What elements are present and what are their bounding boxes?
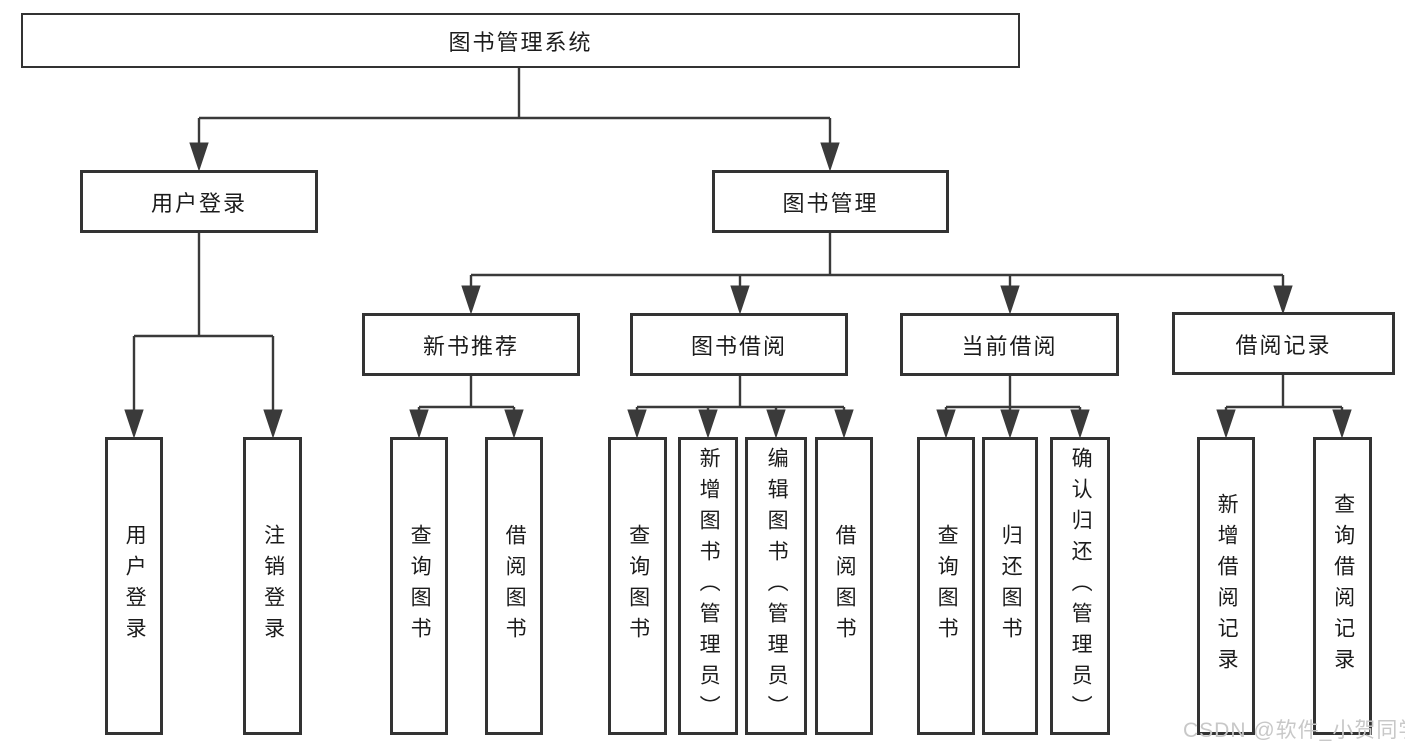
- leaf-logout: 注销登录: [243, 437, 302, 735]
- leaf-query-book-1: 查询图书: [390, 437, 448, 735]
- leaf-query-book-2: 查询图书: [608, 437, 667, 735]
- leaf-return-book: 归还图书: [982, 437, 1038, 735]
- node-current-borrow: 当前借阅: [900, 313, 1119, 376]
- leaf-add-borrow-record-label: 新增借阅记录: [1215, 493, 1239, 679]
- node-borrow-records-label: 借阅记录: [1235, 332, 1332, 358]
- leaf-borrow-book-2: 借阅图书: [815, 437, 873, 735]
- leaf-borrow-book-2-label: 借阅图书: [833, 524, 857, 648]
- leaf-add-book-admin: 新增图书（管理员）: [678, 437, 738, 735]
- leaf-borrow-book-1: 借阅图书: [485, 437, 543, 735]
- node-new-book-recommend-label: 新书推荐: [422, 333, 519, 359]
- node-book-management-label: 图书管理: [782, 190, 879, 216]
- node-book-borrow: 图书借阅: [630, 313, 848, 376]
- leaf-query-borrow-record-label: 查询借阅记录: [1331, 493, 1355, 679]
- connector-book-management-to-level3: [461, 233, 1293, 315]
- leaf-user-login: 用户登录: [105, 437, 163, 735]
- node-book-management: 图书管理: [712, 170, 949, 233]
- node-user-login: 用户登录: [80, 170, 318, 233]
- leaf-confirm-return-admin-label: 确认归还（管理员）: [1069, 446, 1093, 726]
- leaf-query-book-1-label: 查询图书: [408, 524, 432, 648]
- leaf-add-book-admin-label: 新增图书（管理员）: [697, 446, 721, 726]
- connector-new-book-to-leaves: [409, 376, 524, 439]
- leaf-return-book-label: 归还图书: [999, 524, 1023, 648]
- leaf-user-login-label: 用户登录: [123, 524, 147, 648]
- node-borrow-records: 借阅记录: [1172, 312, 1395, 375]
- leaf-query-book-2-label: 查询图书: [626, 524, 650, 648]
- connector-root-to-level2: [189, 68, 840, 172]
- node-root-system: 图书管理系统: [21, 13, 1020, 68]
- leaf-edit-book-admin: 编辑图书（管理员）: [745, 437, 807, 735]
- connector-user-login-to-leaves: [124, 233, 283, 439]
- connector-book-borrow-to-leaves: [627, 376, 854, 439]
- node-new-book-recommend: 新书推荐: [362, 313, 580, 376]
- node-current-borrow-label: 当前借阅: [961, 333, 1058, 359]
- connector-current-borrow-to-leaves: [936, 376, 1090, 439]
- connector-borrow-records-to-leaves: [1216, 375, 1352, 439]
- leaf-query-book-3: 查询图书: [917, 437, 975, 735]
- watermark: CSDN @软件_小贺同学: [1183, 719, 1405, 742]
- leaf-edit-book-admin-label: 编辑图书（管理员）: [765, 446, 789, 726]
- leaf-confirm-return-admin: 确认归还（管理员）: [1050, 437, 1110, 735]
- node-user-login-label: 用户登录: [150, 190, 247, 216]
- leaf-query-book-3-label: 查询图书: [935, 524, 959, 648]
- node-book-borrow-label: 图书借阅: [690, 333, 787, 359]
- leaf-logout-label: 注销登录: [261, 524, 285, 648]
- node-root-label: 图书管理系统: [448, 29, 593, 55]
- leaf-borrow-book-1-label: 借阅图书: [503, 524, 527, 648]
- leaf-query-borrow-record: 查询借阅记录: [1313, 437, 1372, 735]
- leaf-add-borrow-record: 新增借阅记录: [1197, 437, 1255, 735]
